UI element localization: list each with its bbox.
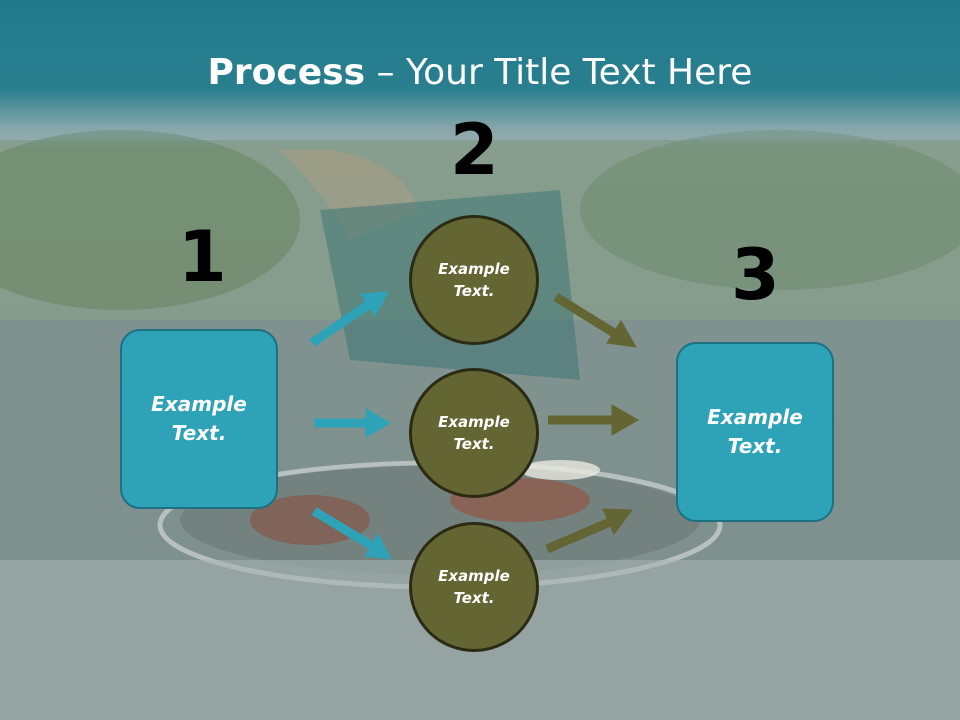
right-box-line1: Example: [707, 405, 803, 429]
arrow-down-right-teal: [311, 507, 392, 560]
circle-bottom-line1: Example: [438, 566, 510, 585]
slide-title: Process – Your Title Text Here: [0, 52, 960, 93]
left-box-line1: Example: [151, 392, 247, 416]
circle-top-line2: Text.: [453, 282, 495, 300]
title-bar: [0, 0, 960, 150]
step-number-1: 1: [178, 216, 227, 298]
right-box-line2: Text.: [727, 434, 783, 458]
circle-middle-line2: Text.: [453, 435, 495, 453]
circle-bottom-line2: Text.: [453, 589, 495, 607]
title-bold: Process: [207, 52, 366, 93]
arrow-right-teal: [314, 408, 391, 438]
step-number-3: 3: [731, 234, 780, 316]
circle-middle-line1: Example: [438, 412, 510, 431]
arrow-down-right-olive: [553, 293, 637, 348]
left-box-line2: Text.: [171, 421, 227, 445]
title-rest: – Your Title Text Here: [365, 52, 753, 93]
arrow-right-olive: [548, 404, 640, 436]
arrow-up-right-teal: [309, 291, 389, 347]
step-number-2: 2: [450, 109, 499, 191]
circle-top-line1: Example: [438, 259, 510, 278]
arrow-up-right-olive: [545, 508, 633, 554]
